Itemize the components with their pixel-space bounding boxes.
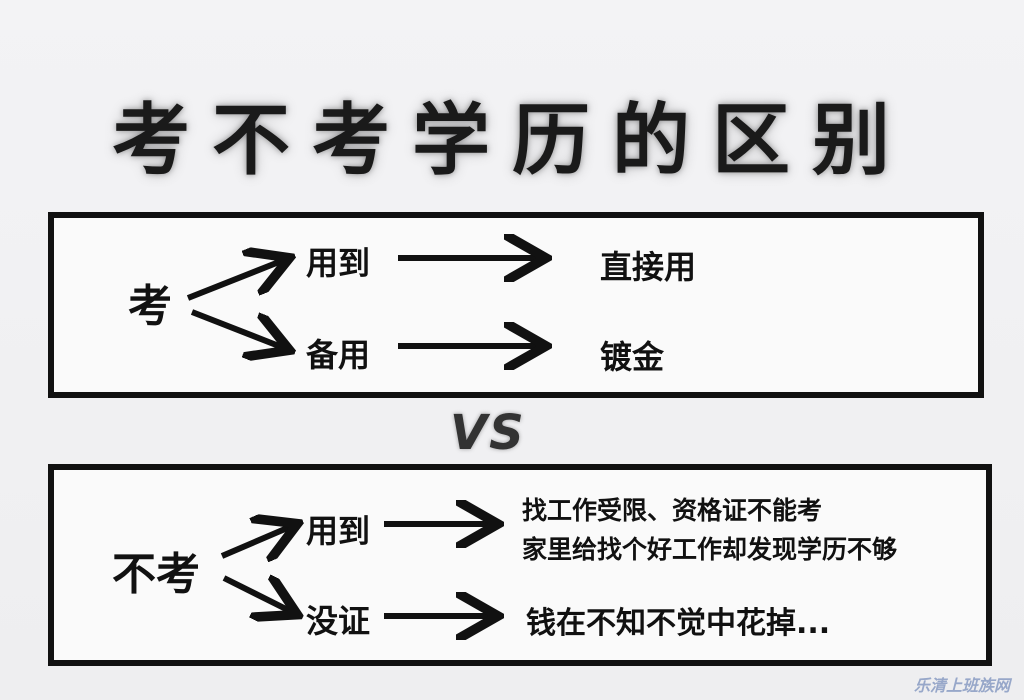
bottom-branch-1-arrow [220,526,292,556]
bottom-branch-2-arrow [222,578,292,612]
watermark-text: 乐清上班族网 [913,676,1010,695]
top-branch-1-arrow [186,260,284,301]
top-branch-1-result: 直接用 [600,248,697,286]
bottom-branch-1-result-line-1: 找工作受限、资格证不能考 [522,496,823,525]
bottom-diagram-box [48,464,992,666]
bottom-root-label: 不考 [112,549,200,600]
top-branch-2-arrow [190,309,284,348]
bottom-branch-1-label: 用到 [306,512,371,550]
top-branch-2-label: 备用 [306,336,371,374]
bottom-branch-1-result-line-2: 家里给找个好工作却发现学历不够 [522,535,898,564]
top-root-label: 考 [128,281,172,332]
bottom-branch-2-result: 钱在不知不觉中花掉... [526,606,831,641]
top-branch-2-result: 镀金 [600,338,665,376]
top-branch-1-label: 用到 [306,244,371,282]
bottom-branch-2-label: 没证 [306,602,371,640]
page-title: 考不考学历的区别 [111,96,912,186]
vs-label: VS [450,405,526,461]
